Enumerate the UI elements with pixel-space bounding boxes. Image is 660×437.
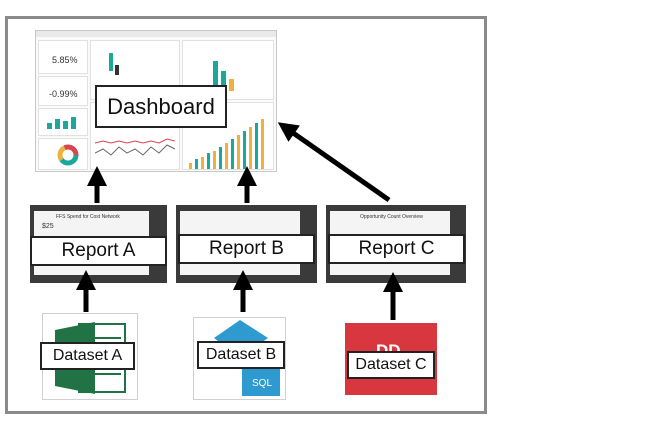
mini-bar: [63, 121, 68, 129]
mini-bar-tile: [38, 108, 88, 136]
dashboard-label: Dashboard: [95, 85, 227, 128]
kpi-value: 5.85%: [52, 55, 78, 65]
kpi-tile: -0.99%: [38, 76, 88, 106]
dataset-c-label: Dataset C: [347, 351, 435, 379]
report-a-label: Report A: [30, 236, 167, 266]
report-c-header: Opportunity Count Overview: [360, 214, 423, 220]
rising-bars: [189, 119, 264, 169]
mini-bar: [109, 53, 113, 71]
dataset-a-label: Dataset A: [40, 342, 135, 370]
line-chart: [95, 138, 176, 156]
kpi-value: -0.99%: [49, 89, 78, 99]
mini-bar: [221, 71, 226, 91]
report-a-kpi: $25: [42, 223, 54, 230]
donut-tile: [38, 138, 88, 170]
mini-bar: [47, 123, 52, 129]
report-b-label: Report B: [178, 234, 315, 264]
dashboard-topbar: [36, 31, 276, 37]
report-a-header: FFS Spend for Cost Network: [56, 214, 120, 220]
mini-bar: [55, 119, 60, 129]
mini-bar: [213, 61, 218, 91]
donut-chart: [57, 144, 79, 166]
mini-bar: [229, 79, 234, 91]
sql-icon-text: SQL: [252, 378, 273, 389]
report-c-label: Report C: [328, 234, 465, 264]
kpi-tile: 5.85%: [38, 40, 88, 74]
mini-bar: [71, 117, 76, 129]
dataset-b-label: Dataset B: [197, 341, 285, 369]
mini-bar: [115, 65, 119, 75]
